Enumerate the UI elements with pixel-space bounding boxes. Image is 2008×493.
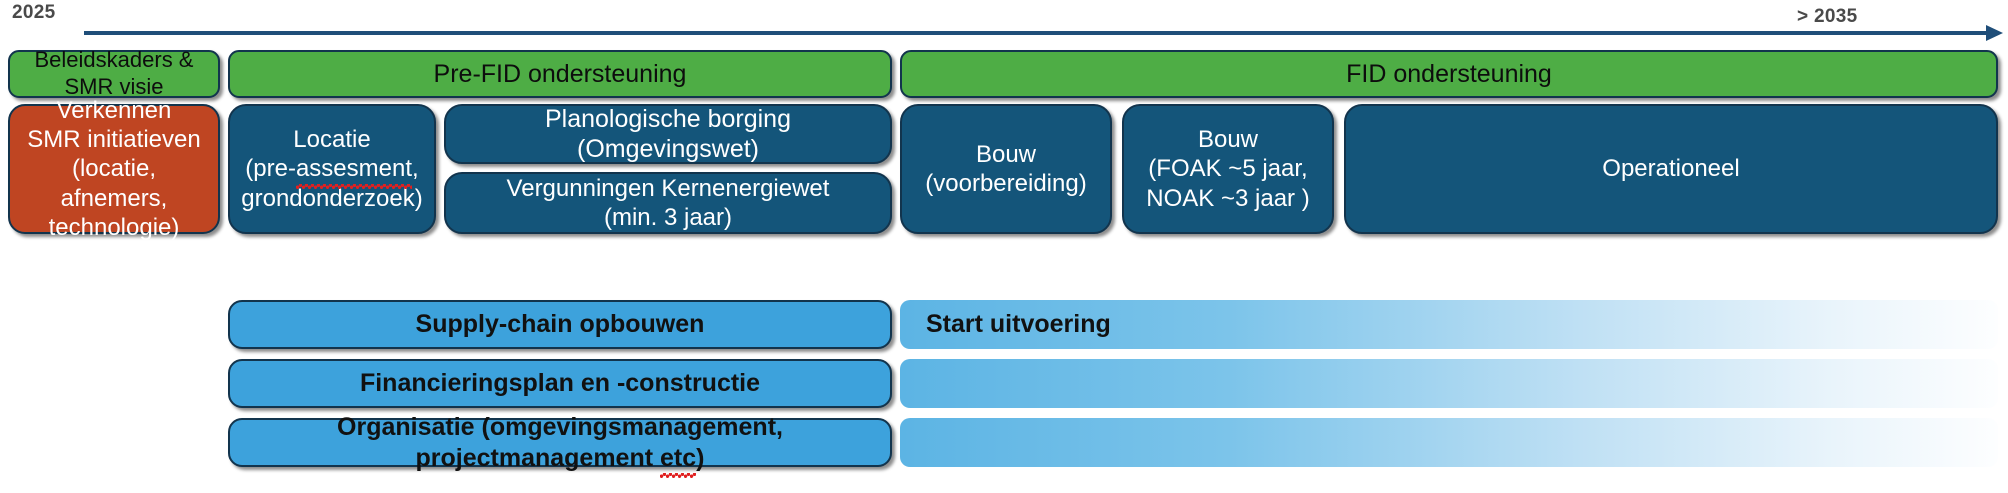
activity-permits-label: Vergunningen Kernenergiewet (min. 3 jaar… <box>506 174 830 231</box>
activity-location-label: Locatie (pre-assesment, grondonderzoek) <box>241 126 423 212</box>
stream-organisation-continuation[interactable] <box>900 418 1998 467</box>
stream-financing-label: Financieringsplan en -constructie <box>359 369 761 398</box>
activity-explore-smr-label: Verkennen SMR initiatieven (locatie, afn… <box>27 96 201 241</box>
activity-build-label: Bouw (FOAK ~5 jaar, NOAK ~3 jaar ) <box>1146 126 1310 212</box>
activity-build-preparation-label: Bouw (voorbereiding) <box>925 140 1087 197</box>
phase-banner-fid[interactable]: FID ondersteuning <box>900 50 1998 98</box>
spellcheck-underline-etc: etc <box>660 443 697 478</box>
stream-financing-continuation[interactable] <box>900 359 1998 408</box>
timeline-axis <box>84 31 1989 35</box>
activity-build-preparation[interactable]: Bouw (voorbereiding) <box>900 104 1112 234</box>
stream-supply-chain[interactable]: Supply-chain opbouwen <box>228 300 892 349</box>
activity-operational[interactable]: Operationeel <box>1344 104 1998 234</box>
phase-banner-pre-fid[interactable]: Pre-FID ondersteuning <box>228 50 892 98</box>
activity-permits[interactable]: Vergunningen Kernenergiewet (min. 3 jaar… <box>444 172 892 234</box>
activity-location[interactable]: Locatie (pre-assesment, grondonderzoek) <box>228 104 436 234</box>
spellcheck-underline-assesment: assesment <box>295 155 413 189</box>
stream-financing[interactable]: Financieringsplan en -constructie <box>228 359 892 408</box>
phase-banner-fid-label: FID ondersteuning <box>1346 59 1552 88</box>
phase-banner-policy[interactable]: Beleidskaders & SMR visie <box>8 47 220 99</box>
activity-build[interactable]: Bouw (FOAK ~5 jaar, NOAK ~3 jaar ) <box>1122 104 1334 234</box>
activity-explore-smr[interactable]: Verkennen SMR initiatieven (locatie, afn… <box>8 97 220 241</box>
timeline-start-label: 2025 <box>12 2 56 23</box>
stream-organisation-label: Organisatie (omgevingsmanagement, projec… <box>337 413 783 478</box>
stream-organisation[interactable]: Organisatie (omgevingsmanagement, projec… <box>228 413 892 478</box>
phase-banner-pre-fid-label: Pre-FID ondersteuning <box>433 59 687 88</box>
timeline-end-label: > 2035 <box>1797 6 1858 27</box>
activity-spatial-planning-label: Planologische borging (Omgevingswet) <box>544 104 791 164</box>
stream-supply-chain-label: Supply-chain opbouwen <box>415 310 705 339</box>
stream-supply-chain-continuation[interactable]: Start uitvoering <box>900 300 1998 349</box>
activity-operational-label: Operationeel <box>1602 155 1740 183</box>
stream-start-execution-label: Start uitvoering <box>926 310 1111 339</box>
timeline-arrow-icon <box>1986 25 2003 41</box>
activity-spatial-planning[interactable]: Planologische borging (Omgevingswet) <box>444 104 892 164</box>
phase-banner-policy-label: Beleidskaders & SMR visie <box>34 47 194 99</box>
